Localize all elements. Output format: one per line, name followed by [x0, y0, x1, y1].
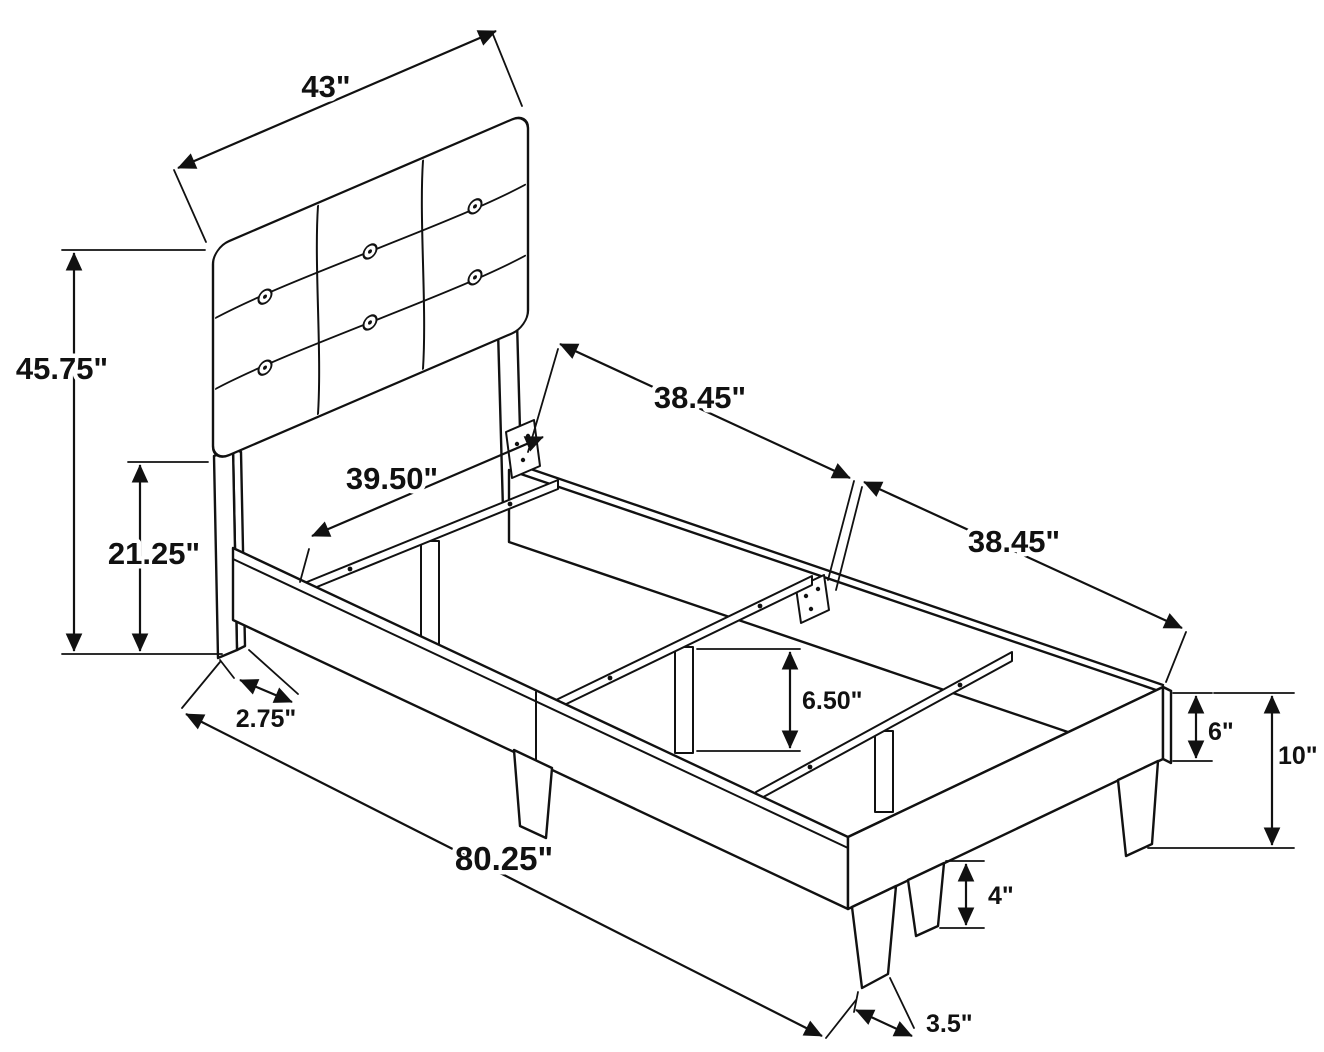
dim-label-foot-height: 10" — [1278, 742, 1318, 770]
dim-label-inner-length: 39.50" — [346, 461, 438, 496]
dim-label-leg-depth: 2.75" — [236, 705, 297, 733]
dim-leg-depth-arrow — [239, 678, 293, 704]
footboard-rail — [846, 685, 1173, 911]
dim-label-foot-leg-width: 3.5" — [926, 1010, 973, 1038]
headboard-face — [211, 116, 530, 458]
slat-center-leg-2 — [674, 646, 694, 754]
slat-center-leg-1 — [420, 540, 440, 648]
slat-center-leg-3 — [874, 730, 894, 813]
dim-label-rail-height: 6" — [1208, 718, 1234, 746]
dim-label-leg-section: 21.25" — [108, 536, 200, 571]
dim-foot-leg-width-arrow — [855, 1009, 913, 1037]
foot-leg-far-corner — [1116, 759, 1160, 858]
far-side-rail — [507, 462, 1165, 764]
dim-label-overall-length: 80.25" — [455, 840, 553, 877]
dim-rail-segment1-arrow — [559, 343, 851, 479]
dim-label-rail-segment2: 38.45" — [968, 524, 1060, 559]
dim-label-headboard-width: 43" — [301, 69, 350, 104]
dim-label-rail-segment1: 38.45" — [654, 380, 746, 415]
dimension-labels: 43" 45.75" 21.25" 2.75" 39.50" 38.45" 38… — [11, 65, 1322, 1043]
dim-inner-length-arrow — [311, 435, 544, 538]
dim-headboard-width-arrow — [177, 29, 497, 170]
dim-label-foot-leg-height: 4" — [988, 882, 1014, 910]
foot-leg-middle — [906, 861, 946, 938]
dim-rail-segment2-arrow — [863, 481, 1183, 629]
dim-label-center-leg: 6.50" — [802, 687, 863, 715]
foot-leg-near-corner — [850, 884, 898, 990]
dim-label-headboard-height: 45.75" — [16, 351, 108, 386]
tufting-buttons — [257, 198, 483, 376]
dimension-lines — [61, 29, 1295, 1039]
headboard-panel — [211, 116, 530, 458]
dim-overall-length-arrow — [185, 713, 823, 1037]
